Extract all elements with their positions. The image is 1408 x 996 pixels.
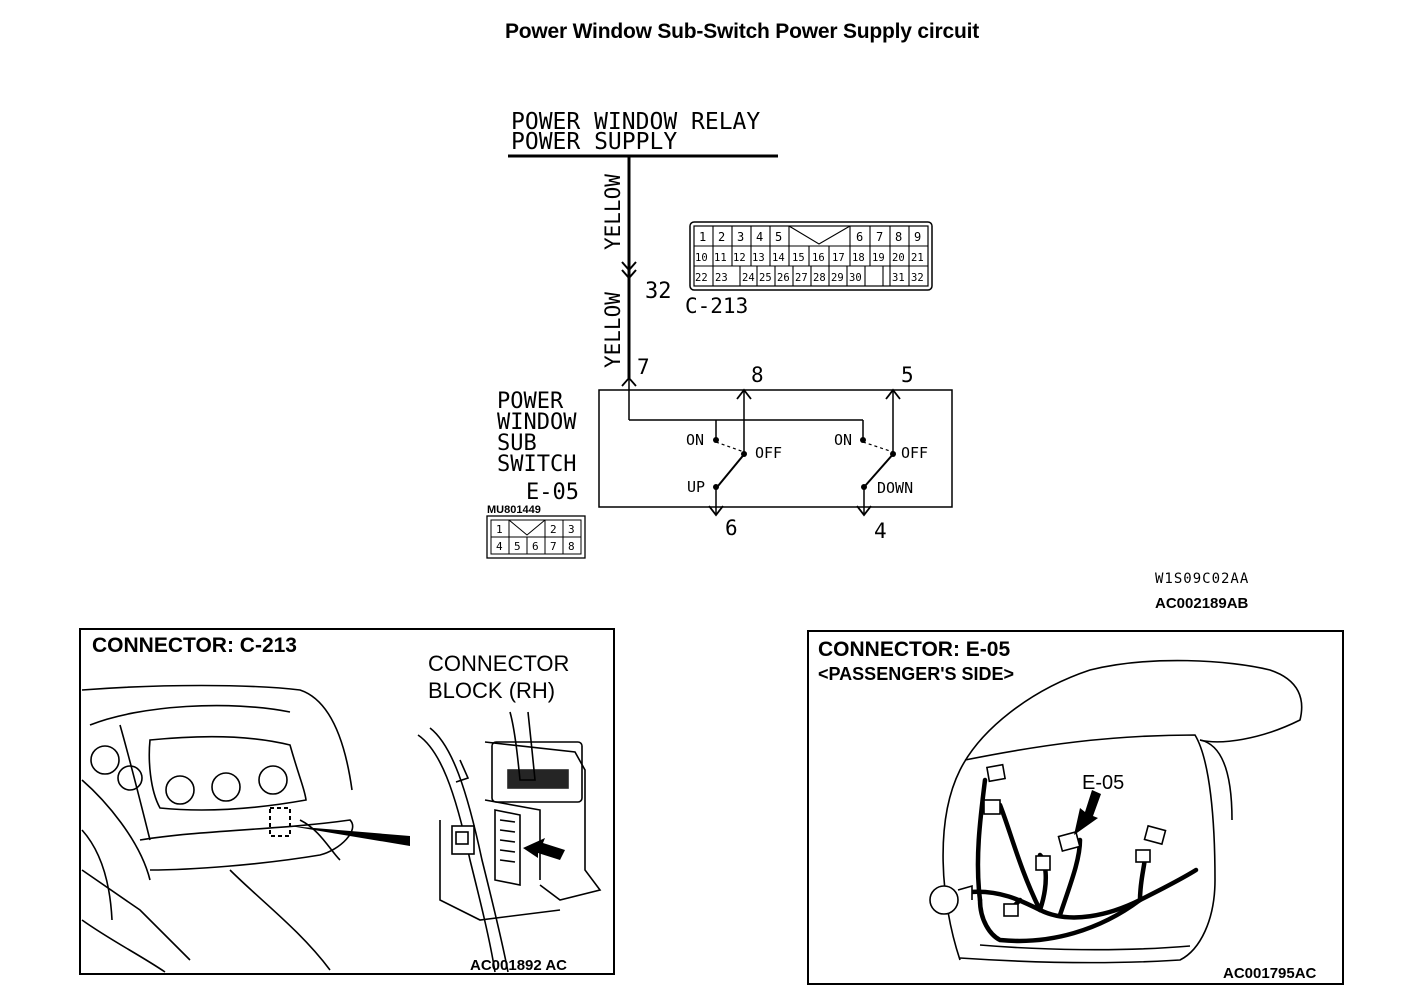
c213-pin-1: 1 bbox=[699, 230, 706, 244]
panel-c213-frame bbox=[79, 628, 615, 975]
panel-c213-title: CONNECTOR: C-213 bbox=[92, 634, 297, 657]
c213-pin-number: 32 bbox=[645, 279, 672, 304]
right-off-label: OFF bbox=[901, 444, 928, 462]
switch-label-line1: POWER bbox=[497, 389, 564, 414]
c213-pin-9: 9 bbox=[914, 230, 921, 244]
c213-pin-6: 6 bbox=[856, 230, 863, 244]
c213-pin-23: 23 bbox=[715, 272, 728, 284]
left-switch-blade bbox=[717, 451, 747, 487]
diagram-code-2: AC002189AB bbox=[1155, 595, 1249, 612]
c213-pin-8: 8 bbox=[895, 230, 902, 244]
c213-pin-29: 29 bbox=[831, 272, 844, 284]
switch-label-line3: SUB bbox=[497, 431, 537, 456]
panel-e05-frame bbox=[807, 630, 1344, 985]
right-switch-blade bbox=[864, 451, 896, 487]
c213-pin-26: 26 bbox=[777, 272, 790, 284]
panel-e05-title: CONNECTOR: E-05 bbox=[818, 638, 1010, 661]
left-off-label: OFF bbox=[755, 444, 782, 462]
e05-pin-5: 5 bbox=[514, 540, 521, 553]
pin-5-label: 5 bbox=[901, 363, 914, 387]
c213-pin-7: 7 bbox=[876, 230, 883, 244]
sub-switch-box bbox=[598, 389, 953, 508]
c213-pin-15: 15 bbox=[792, 252, 805, 264]
pin-4-label: 4 bbox=[874, 519, 887, 543]
e05-pin-8: 8 bbox=[568, 540, 575, 553]
pin6-arrow bbox=[708, 505, 724, 517]
relay-label-line1: POWER WINDOW RELAY bbox=[511, 109, 760, 135]
c213-pin-20: 20 bbox=[892, 252, 905, 264]
c213-pin-3: 3 bbox=[737, 230, 744, 244]
e05-callout-arrow bbox=[1074, 790, 1101, 835]
e05-pin-3: 3 bbox=[568, 523, 575, 536]
wiring-schematic: POWER WINDOW RELAY POWER SUPPLY YELLOW Y… bbox=[486, 109, 1249, 612]
door-trim-illustration bbox=[942, 659, 1303, 964]
c213-pin-grid: 1 2 3 4 5 6 7 8 9 10 11 12 13 14 15 16 1… bbox=[689, 221, 933, 291]
c213-pin-2: 2 bbox=[718, 230, 725, 244]
panel-c213: CONNECTOR: C-213 CONNECTOR BLOCK (RH) bbox=[79, 628, 615, 975]
connector-block-label-line1: CONNECTOR bbox=[428, 651, 569, 676]
switch-label-line2: WINDOW bbox=[497, 410, 577, 435]
c213-pin-25: 25 bbox=[759, 272, 772, 284]
e05-pin-4: 4 bbox=[496, 540, 503, 553]
c213-pin-19: 19 bbox=[872, 252, 885, 264]
c213-pin-13: 13 bbox=[752, 252, 765, 264]
e05-pin-7: 7 bbox=[550, 540, 557, 553]
panel-e05-subtitle: <PASSENGER'S SIDE> bbox=[818, 664, 1014, 684]
c213-pin-14: 14 bbox=[772, 252, 785, 264]
panel-c213-figure-code: AC001892 AC bbox=[470, 957, 567, 974]
c213-pin-21: 21 bbox=[911, 252, 924, 264]
switch-connector-label: E-05 bbox=[526, 480, 579, 505]
right-on-label: ON bbox=[834, 431, 852, 449]
relay-label-line2: POWER SUPPLY bbox=[511, 129, 677, 155]
connector-chevron-top bbox=[621, 261, 637, 272]
c213-pin-28: 28 bbox=[813, 272, 826, 284]
e05-part-number: MU801449 bbox=[487, 504, 541, 516]
pin4-arrow bbox=[856, 505, 872, 517]
diagram-code-1: W1S09C02AA bbox=[1155, 571, 1249, 587]
wiring-harness bbox=[967, 777, 1199, 944]
pin8-arrow bbox=[736, 388, 752, 400]
c213-pin-16: 16 bbox=[812, 252, 825, 264]
connector-block-illustration bbox=[417, 711, 602, 973]
connector-block-label-line2: BLOCK (RH) bbox=[428, 678, 555, 703]
pin-7-label: 7 bbox=[637, 355, 650, 379]
e05-pin-1: 1 bbox=[496, 523, 503, 536]
e05-callout-label: E-05 bbox=[1082, 772, 1124, 794]
c213-pin-32: 32 bbox=[911, 272, 924, 284]
panel-e05-figure-code: AC001795AC bbox=[1223, 965, 1317, 982]
dashboard-illustration bbox=[81, 684, 410, 973]
c213-pin-4: 4 bbox=[756, 230, 763, 244]
pin-6-label: 6 bbox=[725, 516, 738, 540]
e05-pin-6: 6 bbox=[532, 540, 539, 553]
c213-pin-10: 10 bbox=[695, 252, 708, 264]
c213-pin-30: 30 bbox=[849, 272, 862, 284]
right-down-label: DOWN bbox=[877, 479, 913, 497]
left-up-label: UP bbox=[687, 478, 705, 496]
c213-pin-5: 5 bbox=[775, 230, 782, 244]
e05-pin-grid bbox=[486, 515, 586, 559]
c213-connector-label: C-213 bbox=[685, 294, 748, 318]
c213-pin-11: 11 bbox=[714, 252, 727, 264]
c213-pin-27: 27 bbox=[795, 272, 808, 284]
pin-8-label: 8 bbox=[751, 363, 764, 387]
e05-pin-2: 2 bbox=[550, 523, 557, 536]
left-on-label: ON bbox=[686, 431, 704, 449]
c213-pin-24: 24 bbox=[742, 272, 755, 284]
panel-e05: CONNECTOR: E-05 <PASSENGER'S SIDE> bbox=[807, 630, 1344, 985]
connector-chevron-bottom bbox=[621, 269, 637, 280]
wire-color-lower: YELLOW bbox=[601, 292, 625, 368]
c213-pin-18: 18 bbox=[852, 252, 865, 264]
c213-pin-17: 17 bbox=[832, 252, 845, 264]
c213-pin-22: 22 bbox=[695, 272, 708, 284]
c213-pin-12: 12 bbox=[733, 252, 746, 264]
page-title: Power Window Sub-Switch Power Supply cir… bbox=[504, 20, 980, 43]
harness-connectors bbox=[929, 763, 1167, 917]
wire-color-upper: YELLOW bbox=[601, 174, 625, 250]
switch-label-line4: SWITCH bbox=[497, 452, 576, 477]
c213-pin-31: 31 bbox=[892, 272, 905, 284]
pin5-arrow bbox=[885, 388, 901, 400]
